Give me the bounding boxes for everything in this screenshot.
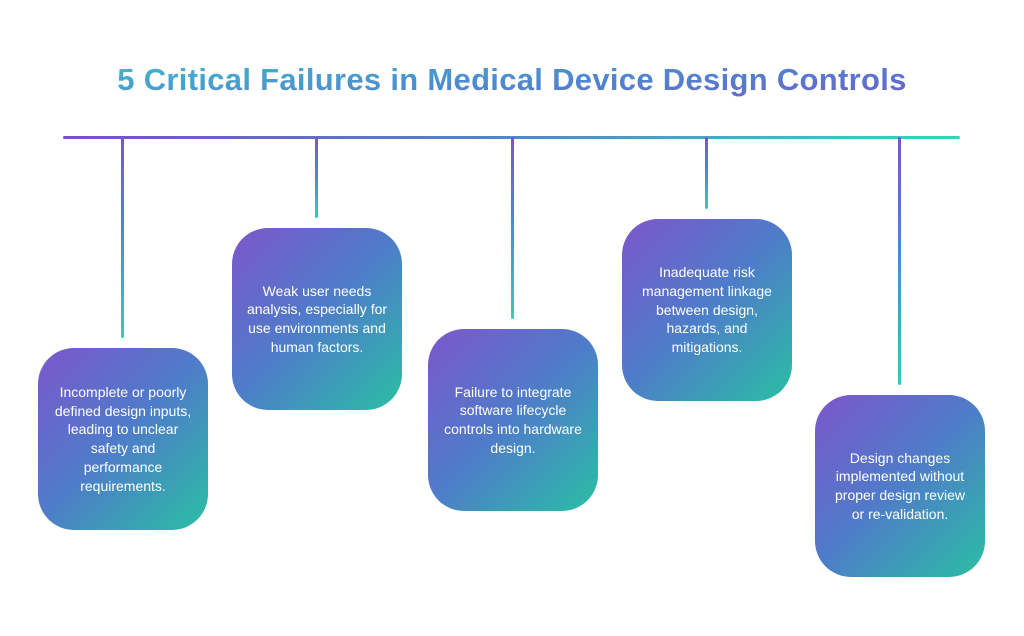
connector-line-3 <box>511 137 514 319</box>
connector-line-2 <box>315 137 318 218</box>
failure-card-text: Inadequate risk management linkage betwe… <box>642 264 772 356</box>
connector-line-1 <box>121 137 124 338</box>
failure-card-text: Weak user needs analysis, especially for… <box>246 282 388 355</box>
failure-card-text: Design changes implemented without prope… <box>835 449 965 522</box>
failure-card-5: Design changes implemented without prope… <box>815 395 985 577</box>
failure-card-1: Incomplete or poorly defined design inpu… <box>38 348 208 530</box>
connector-line-4 <box>705 137 708 209</box>
failure-card-3: Failure to integrate software lifecycle … <box>428 329 598 511</box>
connector-line-5 <box>898 137 901 385</box>
failure-card-text: Failure to integrate software lifecycle … <box>444 383 582 456</box>
failure-card-4: Inadequate risk management linkage betwe… <box>622 219 792 401</box>
page-title: 5 Critical Failures in Medical Device De… <box>0 62 1024 98</box>
failure-card-2: Weak user needs analysis, especially for… <box>232 228 402 410</box>
failure-card-text: Incomplete or poorly defined design inpu… <box>54 383 192 494</box>
